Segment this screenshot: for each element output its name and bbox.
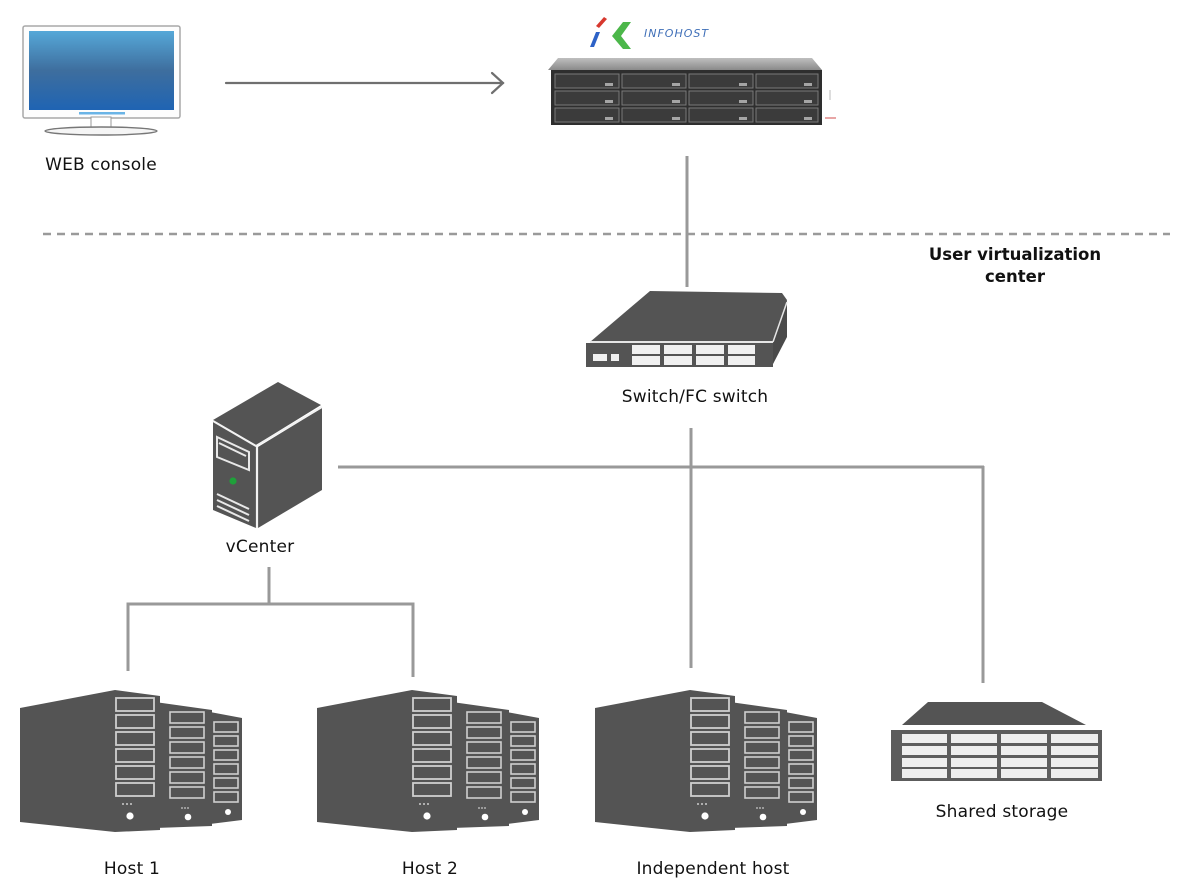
server-cluster-icon-independent (594, 689, 818, 833)
status-led-icon (229, 477, 237, 485)
label-host1: Host 1 (103, 859, 161, 879)
label-switch: Switch/FC switch (621, 387, 769, 407)
tower-server-icon (212, 382, 323, 528)
zone-label-line2: center (985, 267, 1045, 286)
zone-label-line1: User virtualization (928, 245, 1102, 264)
label-independent-host: Independent host (636, 859, 790, 879)
brand-name: INFOHOST (644, 27, 710, 40)
network-switch-icon (586, 291, 788, 367)
zone-label: User virtualization center (929, 244, 1101, 288)
server-cluster-icon-host2 (316, 689, 540, 833)
edge-web-console-appliance (224, 71, 505, 95)
label-web-console: WEB console (45, 155, 157, 175)
label-host2: Host 2 (401, 859, 459, 879)
storage-array-icon (891, 702, 1102, 781)
brand-logo-icon (590, 17, 631, 49)
connector-lines (126, 156, 985, 683)
monitor-icon (22, 25, 181, 136)
label-shared-storage: Shared storage (935, 802, 1069, 822)
server-cluster-icon-host1 (19, 689, 243, 833)
edge-vcenter-hosts (126, 602, 415, 677)
rack-appliance-icon (548, 17, 836, 125)
label-vcenter: vCenter (225, 537, 295, 557)
